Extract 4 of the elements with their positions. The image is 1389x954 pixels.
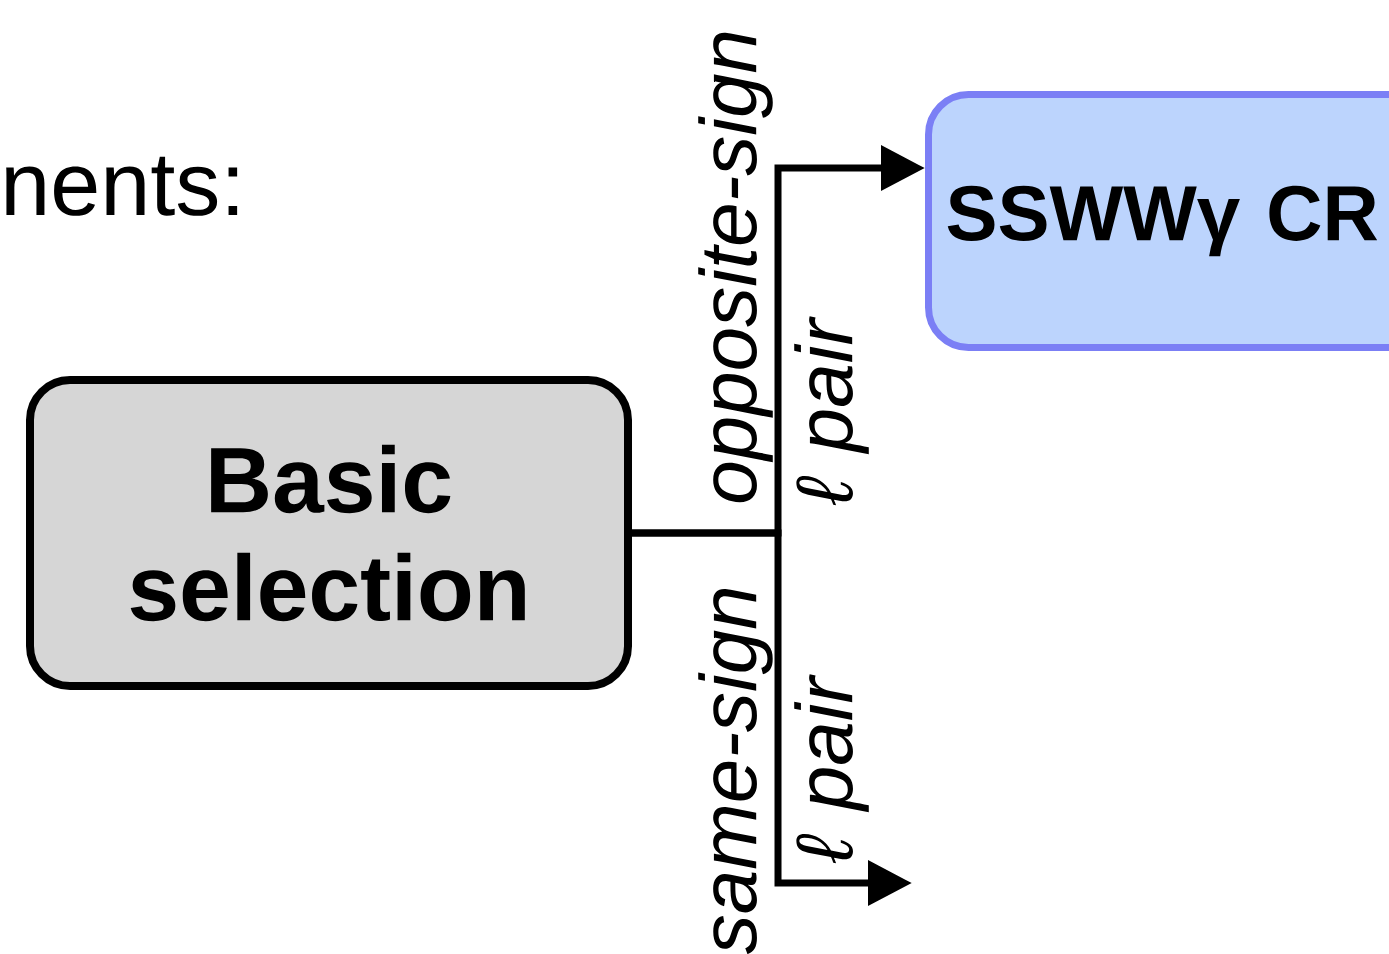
edge-label: same-sign ℓ pair <box>698 589 869 954</box>
region-box: SSWWγ CR <box>925 91 1389 351</box>
process-box: Basic selection <box>26 376 632 690</box>
heading-text: nents: <box>6 156 238 216</box>
